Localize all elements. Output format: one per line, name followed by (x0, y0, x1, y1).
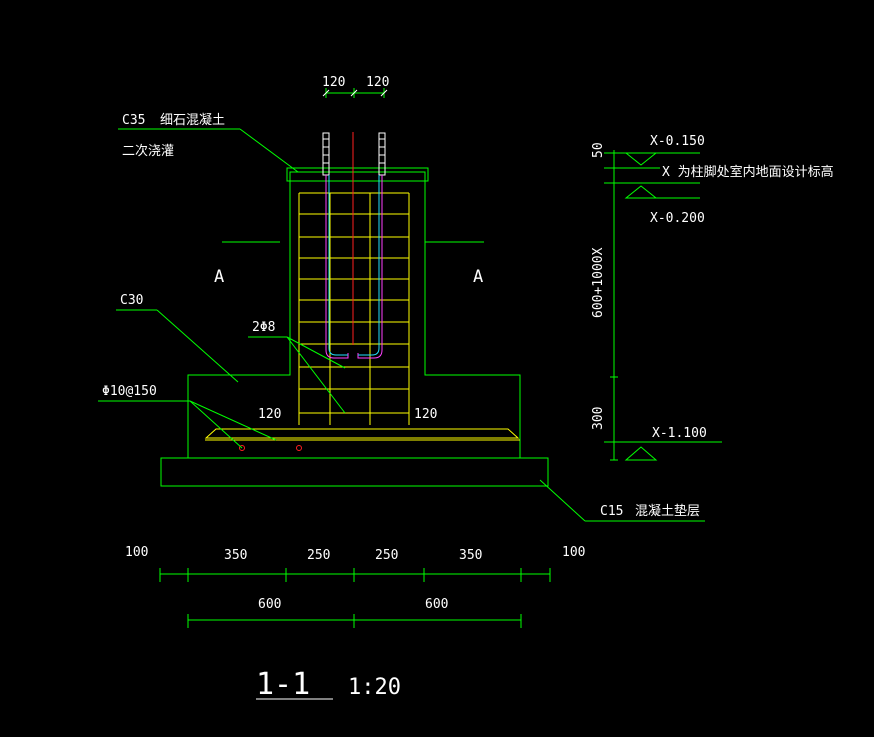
bottom-dimension-row2 (187, 614, 522, 628)
dim-row1-2: 250 (307, 548, 330, 563)
anchor-bolts (239, 132, 386, 451)
bottom-dimension-row1 (159, 568, 551, 582)
top-right-dim-label: 120 (366, 75, 389, 90)
level-note-label: X 为柱脚处室内地面设计标高 (662, 164, 834, 180)
level-bottom-label: X-1.100 (652, 426, 707, 441)
c35-label: C35 (122, 113, 145, 128)
dim-row1-0: 100 (125, 545, 148, 560)
dim-row1-5: 100 (562, 545, 585, 560)
dim-row1-1: 350 (224, 548, 247, 563)
c35-note-label: 细石混凝土 (160, 112, 225, 128)
dim-50-label: 50 (591, 142, 606, 158)
dim-300-label: 300 (591, 407, 606, 430)
c15-label: C15 (600, 504, 623, 519)
top-left-dim-label: 120 (322, 75, 345, 90)
pier-outline (187, 171, 521, 459)
section-left-label: A (214, 267, 224, 287)
section-title: 1-1 (256, 667, 310, 702)
elevation-dimensions (604, 150, 722, 461)
leader-lines (98, 128, 705, 522)
dim-row1-3: 250 (375, 548, 398, 563)
second-pour-label: 二次浇灌 (122, 143, 174, 159)
top-dimension (322, 88, 388, 98)
dim-row1-4: 350 (459, 548, 482, 563)
blinding-layer (160, 457, 549, 487)
level-mid-label: X-0.200 (650, 211, 705, 226)
inner-right-dim-label: 120 (414, 407, 437, 422)
c30-label: C30 (120, 293, 143, 308)
inner-left-dim-label: 120 (258, 407, 281, 422)
bar-2phi8-label: 2Φ8 (252, 320, 275, 335)
second-pour-cap (286, 167, 429, 182)
dim-column-label: 600+1000X (591, 247, 606, 318)
reinforcement (204, 192, 520, 441)
rebar-mesh-label: Φ10@150 (102, 384, 157, 399)
section-right-label: A (473, 267, 483, 287)
level-top-label: X-0.150 (650, 134, 705, 149)
concrete-outline (160, 167, 549, 487)
dim-row2-1: 600 (425, 597, 448, 612)
c15-note-label: 混凝土垫层 (635, 503, 700, 519)
section-scale: 1:20 (348, 675, 401, 700)
dim-row2-0: 600 (258, 597, 281, 612)
